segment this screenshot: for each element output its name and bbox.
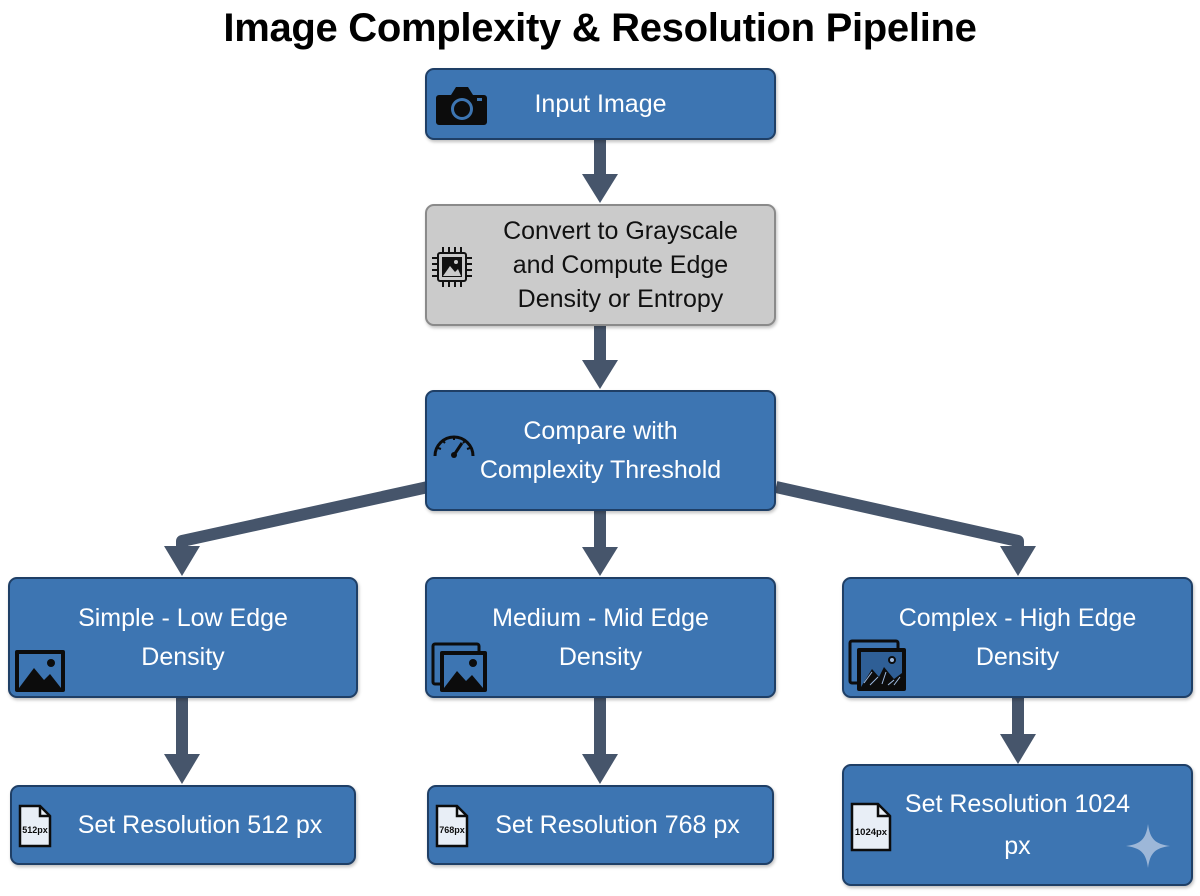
- node-label-line: px: [1004, 832, 1031, 860]
- arrowhead: [1000, 734, 1036, 764]
- node-label-line: Set Resolution 1024: [904, 790, 1131, 818]
- chip-image-icon: [432, 247, 472, 287]
- node-label-line: Simple - Low Edge: [78, 603, 288, 632]
- images-icon: [431, 642, 487, 692]
- sparkle-icon: [1126, 824, 1170, 868]
- node-label-line: and Compute Edge: [512, 251, 729, 279]
- node-label-line: Density: [141, 642, 225, 671]
- arrowhead: [1000, 546, 1036, 576]
- node-input-image: Input Image: [425, 68, 776, 140]
- edge-compare-simple: [176, 481, 430, 548]
- node-compare-threshold: Compare with Complexity Threshold: [425, 390, 776, 511]
- node-set-resolution-768: Set Resolution 768 px 768px: [427, 785, 774, 865]
- image-icon: [15, 650, 65, 692]
- arrowhead: [582, 360, 618, 389]
- file-icon-label: 768px: [439, 825, 465, 835]
- file-icon: 1024px: [850, 802, 892, 852]
- arrowhead: [582, 754, 618, 784]
- node-convert-grayscale: Convert to Grayscale and Compute Edge De…: [425, 204, 776, 326]
- node-label: Set Resolution 512 px: [77, 810, 323, 839]
- node-simple: Simple - Low Edge Density: [8, 577, 358, 698]
- node-label-line: Density: [558, 642, 643, 671]
- speedometer-icon: [433, 435, 475, 458]
- node-label-line: Compare with: [523, 416, 678, 445]
- node-medium: Medium - Mid Edge Density: [425, 577, 776, 698]
- node-label-line: Medium - Mid Edge: [492, 603, 709, 632]
- edge-compare-complex: [774, 481, 1024, 548]
- node-label-line: Convert to Grayscale: [503, 217, 738, 245]
- arrowhead: [164, 546, 200, 576]
- node-label-line: Density: [975, 642, 1060, 671]
- node-complex: Complex - High Edge Density: [842, 577, 1193, 698]
- file-icon-label: 512px: [22, 825, 48, 835]
- node-set-resolution-512: Set Resolution 512 px 512px: [10, 785, 356, 865]
- arrowhead: [582, 174, 618, 203]
- arrowhead: [582, 547, 618, 576]
- diagram-title: Image Complexity & Resolution Pipeline: [223, 6, 977, 50]
- node-set-resolution-1024: Set Resolution 1024 px 1024px: [842, 764, 1193, 886]
- file-icon: 768px: [435, 804, 469, 848]
- node-label-line: Complex - High Edge: [898, 603, 1137, 632]
- node-label-line: Density or Entropy: [517, 285, 724, 313]
- detailed-images-icon: [848, 639, 906, 691]
- camera-icon: [436, 87, 487, 125]
- node-label: Input Image: [534, 89, 667, 118]
- arrowhead: [164, 754, 200, 784]
- file-icon: 512px: [18, 804, 52, 848]
- node-label-line: Complexity Threshold: [479, 455, 722, 484]
- file-icon-label: 1024px: [855, 827, 888, 838]
- node-label: Set Resolution 768 px: [495, 810, 740, 839]
